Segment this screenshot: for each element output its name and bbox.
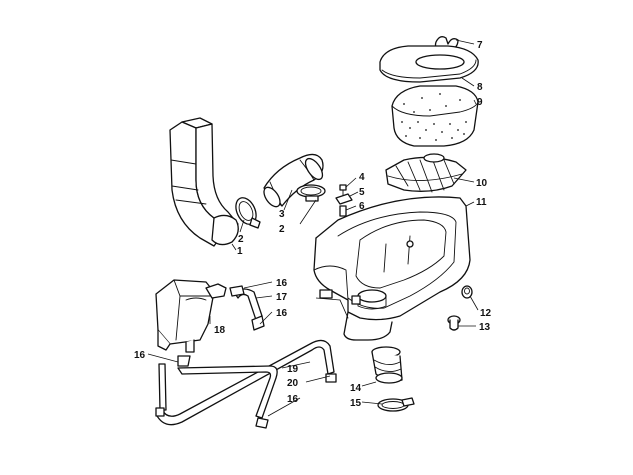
callout-11: 11 — [476, 197, 487, 208]
hoses — [155, 285, 337, 429]
callout-17: 17 — [276, 292, 288, 303]
foam-filter — [391, 85, 479, 147]
intake-duct — [169, 117, 239, 247]
callout-3: 3 — [279, 209, 285, 220]
callout-6: 6 — [359, 201, 365, 212]
leader-lines — [147, 39, 479, 417]
hose-clamp-right — [296, 184, 326, 202]
screw-grommet-bracket — [335, 184, 353, 217]
callout-9: 9 — [477, 97, 483, 108]
bushing — [447, 315, 461, 331]
callout-18: 18 — [214, 325, 226, 336]
callout-12: 12 — [480, 308, 492, 319]
callout-13: 13 — [479, 322, 491, 333]
callout-labels: 1 2 2 3 4 5 6 7 8 9 10 11 12 13 14 15 16… — [134, 40, 492, 409]
outlet-boot — [371, 346, 403, 384]
callout-16-left: 16 — [134, 350, 146, 361]
callout-15: 15 — [350, 398, 362, 409]
callout-19: 19 — [287, 364, 299, 375]
filter-cage — [385, 153, 467, 193]
intake-boot — [263, 153, 324, 208]
callout-20: 20 — [287, 378, 299, 389]
air-box — [313, 196, 471, 341]
callout-10: 10 — [476, 178, 488, 189]
callout-1: 1 — [237, 246, 243, 257]
callout-16-upper: 16 — [276, 278, 288, 289]
callout-8: 8 — [477, 82, 483, 93]
callout-7: 7 — [477, 40, 483, 51]
hose-clamp-left — [235, 197, 261, 229]
callout-2-right: 2 — [279, 224, 285, 235]
foam-texture — [401, 93, 467, 141]
outlet-clamp — [377, 397, 415, 412]
callout-16-lower: 16 — [287, 394, 299, 405]
callout-2-left: 2 — [238, 234, 244, 245]
callout-5: 5 — [359, 187, 365, 198]
reservoir-tank — [155, 279, 227, 353]
callout-14: 14 — [350, 383, 362, 394]
rubber-grommet — [461, 285, 473, 299]
callout-4: 4 — [359, 172, 365, 183]
filter-cover — [379, 45, 479, 83]
callout-16-middle: 16 — [276, 308, 288, 319]
